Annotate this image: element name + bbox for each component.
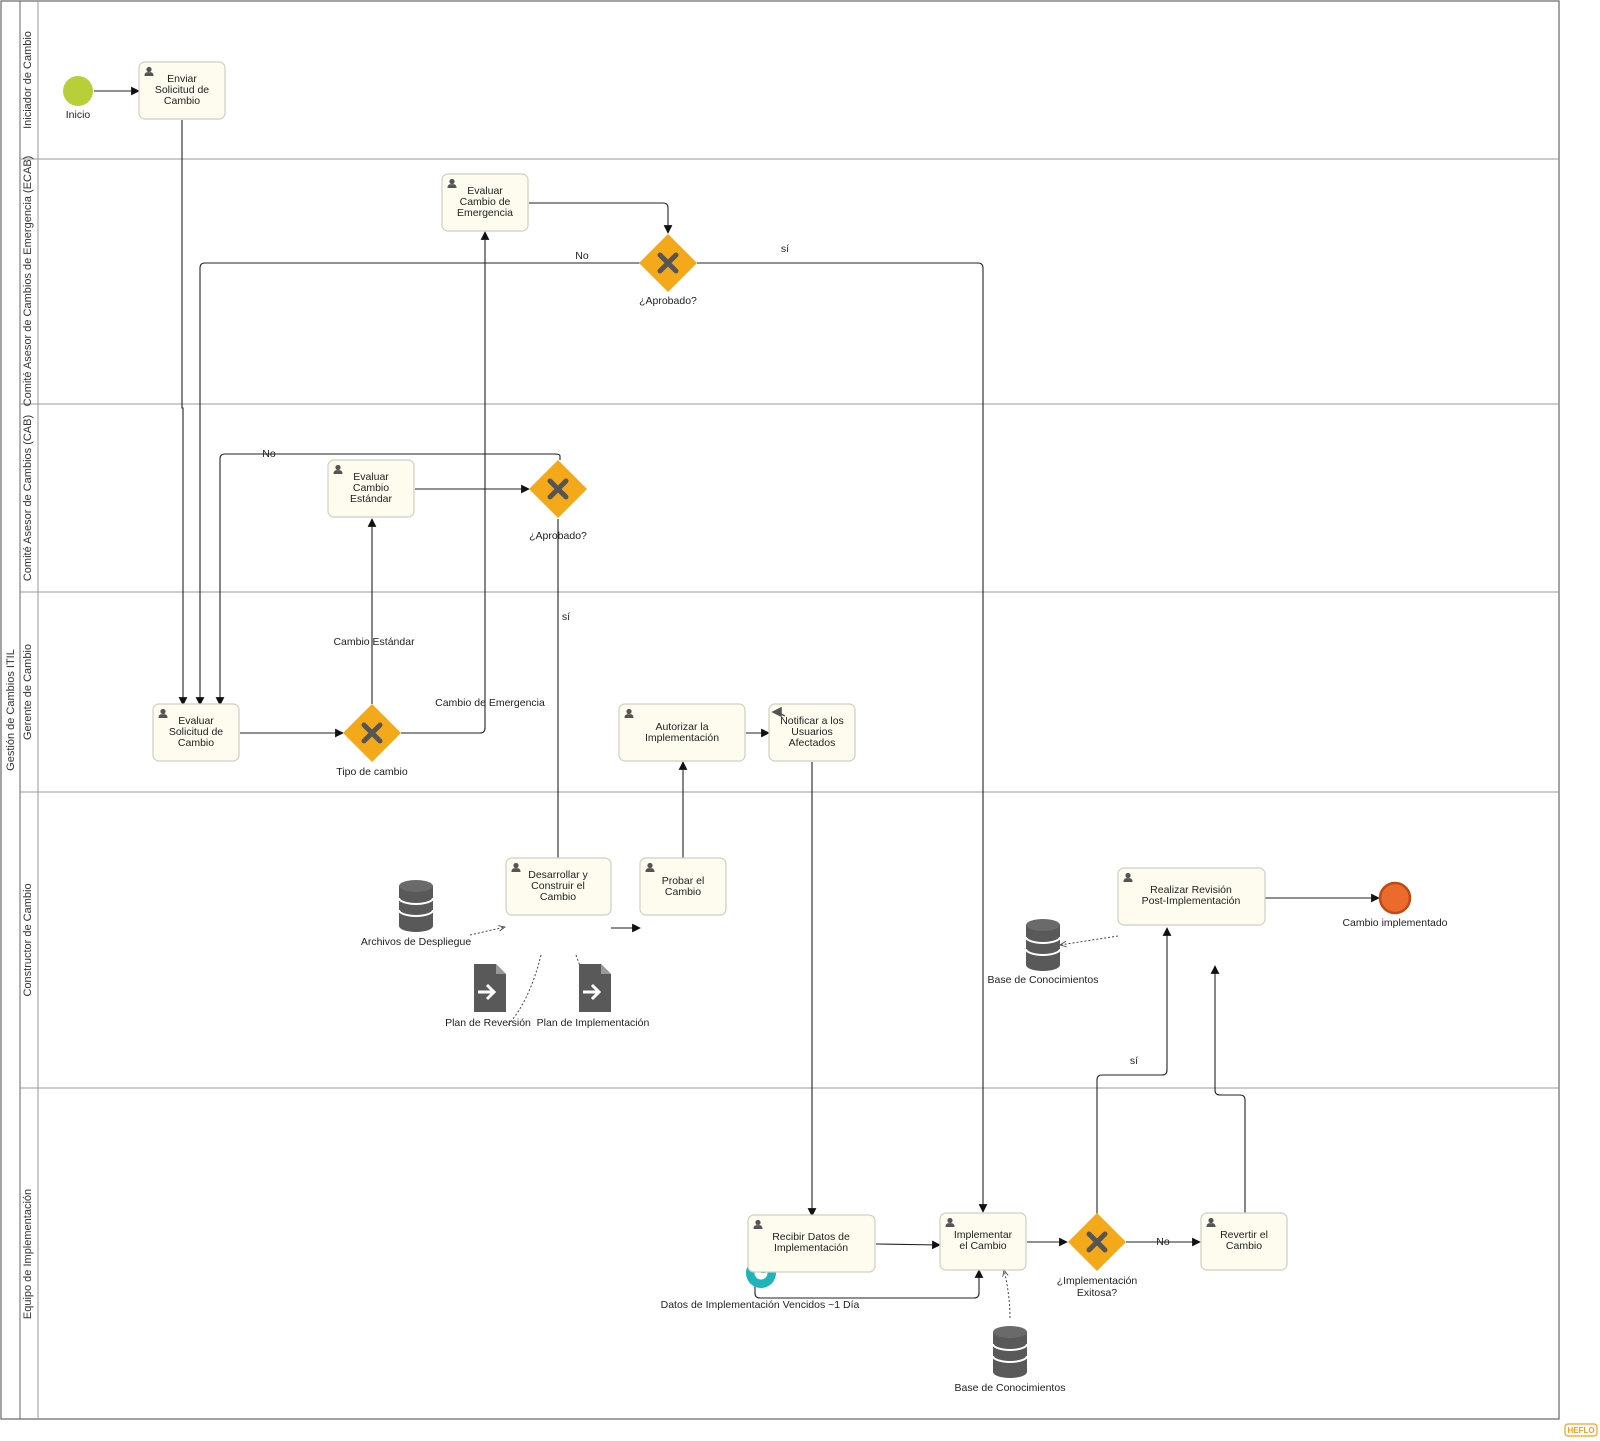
lane-label-iniciador: Iniciador de Cambio — [22, 31, 34, 129]
gateway-aprobado-cab[interactable] — [529, 460, 587, 518]
gateway-aprobado-ecab-label: ¿Aprobado? — [639, 295, 697, 307]
flow-tipo-emergencia — [401, 231, 490, 734]
lane-label-constructor: Constructor de Cambio — [22, 883, 34, 996]
lane-label-gerente: Gerente de Cambio — [22, 644, 34, 740]
start-event[interactable] — [63, 76, 93, 106]
pool-border — [0, 0, 1560, 1420]
flow-ecab-gateway — [529, 202, 673, 234]
artifact-plan-implementacion-label: Plan de Implementación — [537, 1017, 650, 1029]
assoc-archivos — [469, 927, 505, 936]
flow-label-impl-si: sí — [1130, 1055, 1138, 1067]
document-input-icon — [577, 962, 613, 1014]
pool-label: Gestión de Cambios ITIL — [5, 649, 17, 771]
artifact-plan-reversion-label: Plan de Reversión — [445, 1017, 531, 1029]
assoc-base-conocimientos-1 — [1060, 935, 1119, 945]
flow-impl-si — [1096, 927, 1172, 1214]
flow-recibir-implementar — [875, 1240, 941, 1250]
start-event-label: Inicio — [66, 109, 91, 121]
flow-ecab-si — [697, 262, 988, 1213]
flow-label-ecab-si: sí — [781, 243, 789, 255]
gateway-aprobado-cab-label: ¿Aprobado? — [529, 530, 587, 542]
lane-label-ecab: Comité Asesor de Cambios de Emergencia (… — [22, 156, 34, 407]
flow-label-cab-no: No — [262, 448, 276, 460]
flow-label-ecab-no: No — [575, 250, 589, 262]
assoc-base-conocimientos-2 — [1004, 1270, 1011, 1319]
artifact-base-conocimientos-1-label: Base de Conocimientos — [988, 974, 1099, 986]
database-icon — [1025, 918, 1061, 972]
end-event-label: Cambio implementado — [1342, 917, 1447, 929]
artifact-archivos-label: Archivos de Despliegue — [361, 936, 471, 948]
svg-text:HEFLO: HEFLO — [1567, 1426, 1594, 1435]
lane-label-cab: Comité Asesor de Cambios (CAB) — [22, 415, 34, 581]
flow-label-emergencia: Cambio de Emergencia — [435, 697, 545, 709]
flow-timer-implementar — [754, 1269, 984, 1299]
send-icon — [771, 706, 786, 718]
assoc-plan-reversion — [507, 954, 542, 1026]
heflo-logo: HEFLO — [1564, 1423, 1598, 1437]
end-event[interactable] — [1378, 881, 1412, 915]
flow-label-cab-si: sí — [562, 611, 570, 623]
database-icon — [992, 1325, 1028, 1379]
lane-label-equipo: Equipo de Implementación — [22, 1189, 34, 1319]
flow-revertir-revision — [1210, 965, 1246, 1213]
gateway-tipo-cambio[interactable] — [343, 704, 401, 762]
artifact-base-conocimientos-2-label: Base de Conocimientos — [955, 1382, 1066, 1394]
document-input-icon — [472, 962, 508, 1014]
flow-label-impl-no: No — [1156, 1236, 1170, 1248]
flow-cab-no — [215, 453, 561, 706]
gateway-tipo-cambio-label: Tipo de cambio — [336, 766, 408, 778]
database-icon — [398, 879, 434, 933]
flow-label-estandar: Cambio Estándar — [333, 636, 415, 648]
flow-enviar-evaluar — [178, 120, 188, 706]
gateway-implementacion-exitosa[interactable] — [1068, 1213, 1126, 1271]
flow-ecab-no — [195, 262, 640, 706]
gateway-aprobado-ecab[interactable] — [639, 234, 697, 292]
timer-event-label: Datos de Implementación Vencidos ~1 Día — [661, 1299, 860, 1311]
